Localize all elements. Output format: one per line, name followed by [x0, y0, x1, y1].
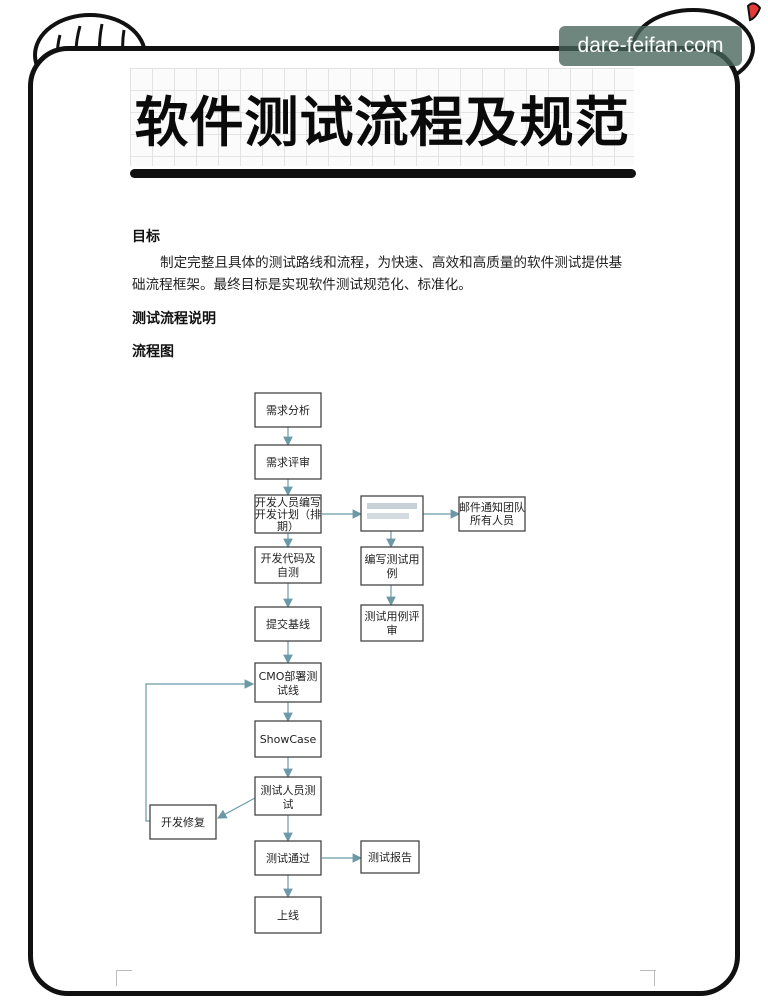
node-release: 上线 [254, 896, 322, 934]
svg-text:编写测试用: 编写测试用 [365, 552, 420, 566]
node-tester-testing: 测试人员测 试 [254, 776, 322, 816]
svg-text:测试报告: 测试报告 [368, 850, 412, 864]
svg-text:自测: 自测 [277, 566, 299, 579]
flowchart-heading: 流程图 [132, 344, 174, 360]
node-requirements-review: 需求评审 [254, 444, 322, 480]
svg-text:审: 审 [387, 623, 398, 637]
svg-text:测试人员测: 测试人员测 [261, 784, 316, 797]
watermark: dare-feifan.com [559, 26, 742, 66]
svg-text:开发计划（排: 开发计划（排 [255, 507, 321, 521]
svg-text:需求评审: 需求评审 [266, 455, 310, 469]
node-dev-code-selftest: 开发代码及 自测 [254, 546, 322, 584]
svg-text:试: 试 [283, 798, 294, 811]
node-dev-plan: 开发人员编写 开发计划（排 期） [254, 494, 322, 534]
crop-mark-right [640, 970, 655, 986]
svg-text:CMO部署测: CMO部署测 [259, 669, 318, 683]
node-test-report: 测试报告 [360, 840, 420, 874]
process-heading: 测试流程说明 [132, 311, 216, 327]
svg-text:开发代码及: 开发代码及 [261, 551, 316, 565]
crop-mark-left [116, 970, 131, 986]
node-email-notify: 邮件通知团队 所有人员 [458, 496, 526, 532]
svg-text:测试通过: 测试通过 [266, 852, 310, 865]
goal-heading: 目标 [132, 229, 160, 245]
svg-text:期）: 期） [277, 520, 299, 533]
node-test-passed: 测试通过 [254, 840, 322, 876]
crop-mark-right-h [640, 970, 656, 971]
svg-text:需求分析: 需求分析 [266, 403, 310, 417]
svg-text:测试用例评: 测试用例评 [365, 609, 420, 623]
svg-text:例: 例 [387, 566, 398, 580]
node-review-testcases: 测试用例评 审 [360, 604, 424, 642]
svg-text:提交基线: 提交基线 [266, 617, 310, 631]
node-dev-fix: 开发修复 [149, 804, 217, 840]
crop-mark-left-h [116, 970, 132, 971]
svg-text:邮件通知团队: 邮件通知团队 [459, 500, 525, 514]
svg-text:试线: 试线 [277, 683, 299, 697]
node-write-testcases: 编写测试用 例 [360, 546, 424, 586]
node-requirements-analysis: 需求分析 [254, 392, 322, 428]
svg-text:上线: 上线 [277, 908, 299, 922]
flowchart-edges [145, 427, 461, 899]
title-grid-background [130, 68, 634, 166]
svg-text:所有人员: 所有人员 [470, 513, 514, 527]
svg-text:ShowCase: ShowCase [260, 733, 317, 746]
svg-text:开发人员编写: 开发人员编写 [255, 495, 321, 509]
svg-text:开发修复: 开发修复 [161, 815, 205, 829]
goal-paragraph: 制定完整且具体的测试路线和流程，为快速、高效和高质量的软件测试提供基础流程框架。… [132, 255, 623, 293]
node-cmo-deploy: CMO部署测 试线 [254, 662, 322, 703]
node-showcase: ShowCase [254, 720, 322, 758]
node-blurred [360, 495, 424, 532]
title-underline [130, 169, 636, 178]
node-submit-baseline: 提交基线 [254, 606, 322, 642]
page-title: 软件测试流程及规范 [134, 91, 630, 154]
